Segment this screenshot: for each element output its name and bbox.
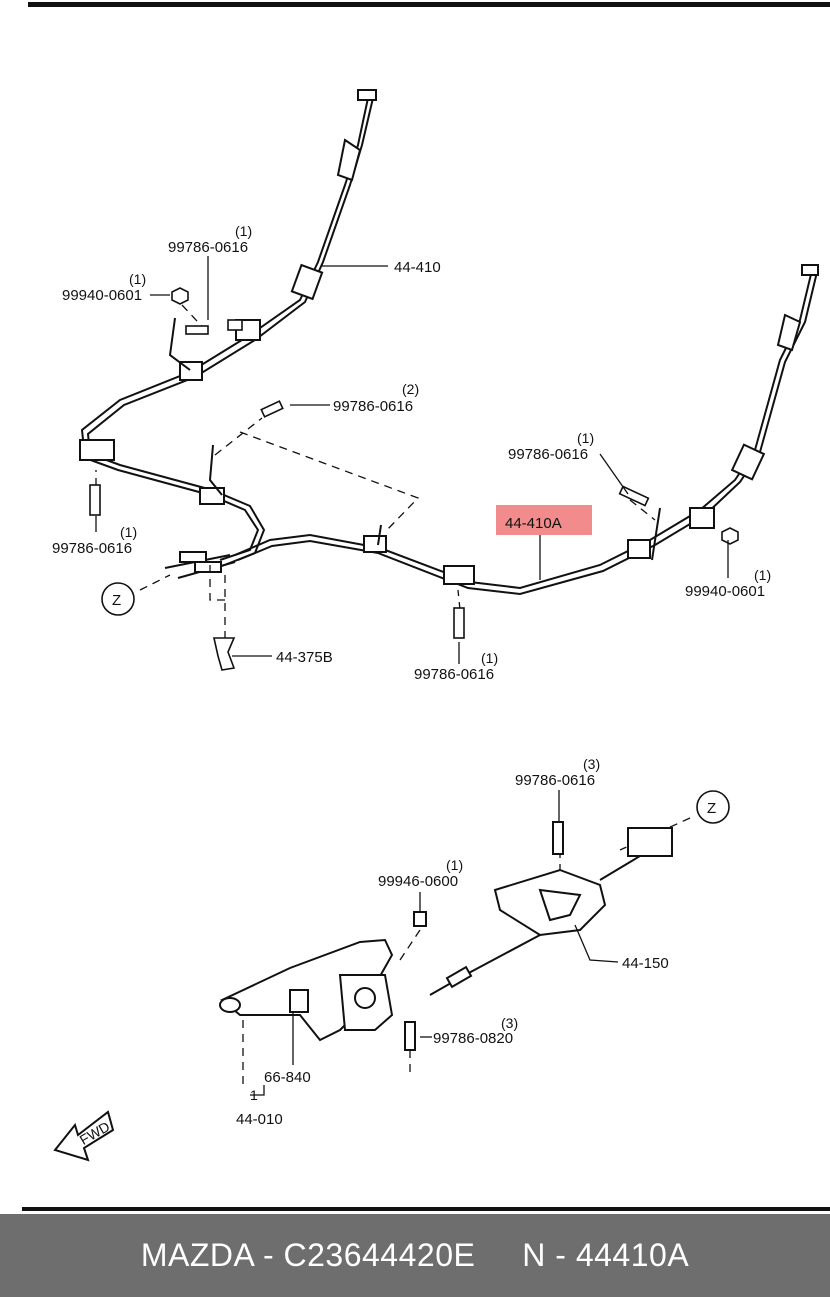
fastener-part-6: 99940-0601 (685, 583, 765, 600)
fastener-qty-8: (3) (583, 756, 600, 772)
highlight-44-410A (496, 505, 592, 535)
part-info-text: MAZDA - C23644420E N - 44410A (0, 1214, 830, 1297)
fastener-qty-3: (2) (402, 381, 419, 397)
part-info-footer: MAZDA - C23644420E N - 44410A (0, 1214, 830, 1297)
fwd-arrow-icon: FWD (53, 1110, 115, 1162)
footer-gap (475, 1237, 522, 1273)
fastener-drawings (89, 287, 739, 671)
bottom-border (22, 1207, 830, 1211)
callout-44-010: 44-010 (236, 1111, 283, 1128)
footer-number: 44410A (575, 1237, 690, 1273)
fastener-part-5: 99786-0616 (52, 540, 132, 557)
lever-assembly-drawing (219, 821, 673, 1051)
cable-44-410A-drawing (164, 264, 819, 596)
fastener-part-8: 99786-0616 (515, 772, 595, 789)
fastener-qty-1: (1) (235, 223, 252, 239)
fastener-qty-7: (1) (481, 650, 498, 666)
fastener-qty-10: (3) (501, 1015, 518, 1031)
callout-44-410: 44-410 (394, 259, 441, 276)
footer-sep-2: - (545, 1237, 576, 1273)
top-border (28, 2, 830, 7)
callout-leaders (95, 256, 729, 1096)
z-marker-bottom: Z (696, 790, 730, 824)
fastener-qty-4: (1) (577, 430, 594, 446)
fastener-qty-9: (1) (446, 857, 463, 873)
fastener-part-1: 99786-0616 (168, 239, 248, 256)
footer-code: C23644420E (283, 1237, 476, 1273)
assembly-leaders (95, 304, 691, 1085)
fastener-part-10: 99786-0820 (433, 1030, 513, 1047)
fastener-part-9: 99946-0600 (378, 873, 458, 890)
fastener-part-2: 99940-0601 (62, 287, 142, 304)
z-marker-top-label: Z (112, 592, 121, 609)
footer-brand: MAZDA (140, 1237, 254, 1273)
fastener-part-7: 99786-0616 (414, 666, 494, 683)
fastener-qty-5: (1) (120, 524, 137, 540)
footer-prefix: N (522, 1237, 546, 1273)
fastener-qty-2: (1) (129, 271, 146, 287)
callout-44-375B: 44-375B (276, 649, 333, 666)
z-marker-top: Z (101, 582, 135, 616)
callout-44-010-qty: 1 (250, 1087, 258, 1103)
callout-44-410A: 44-410A (505, 515, 562, 532)
callout-44-150: 44-150 (622, 955, 669, 972)
z-marker-bottom-label: Z (707, 800, 716, 817)
callout-66-840: 66-840 (264, 1069, 311, 1086)
footer-sep-1: - (253, 1237, 284, 1273)
fastener-qty-6: (1) (754, 567, 771, 583)
fastener-part-3: 99786-0616 (333, 398, 413, 415)
fastener-part-4: 99786-0616 (508, 446, 588, 463)
